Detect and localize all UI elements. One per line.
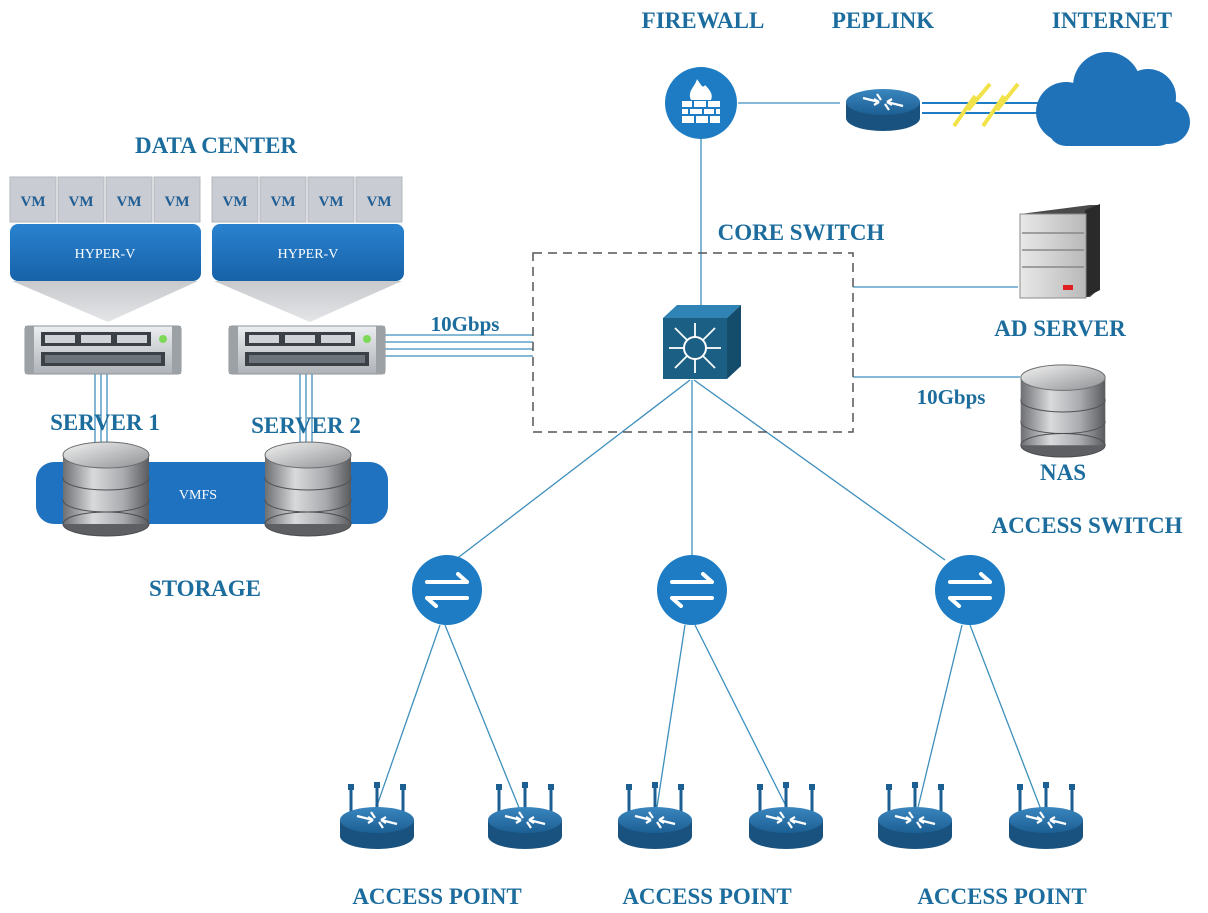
vm-label: VM (21, 194, 46, 210)
vm-label: VM (367, 194, 392, 210)
host-2: VM VM VM VM HYPER-V (211, 176, 404, 322)
ad-server-label: AD SERVER (994, 316, 1126, 341)
rack-server-icon[interactable] (228, 325, 386, 375)
server1-label: SERVER 1 (50, 410, 160, 435)
rack-server-icon[interactable] (24, 325, 182, 375)
firewall-icon[interactable] (665, 67, 737, 139)
vm-box[interactable] (307, 176, 355, 223)
vmfs-label: VMFS (179, 488, 217, 503)
wireless-access-point-icon[interactable] (1009, 782, 1083, 849)
firewall-label: FIREWALL (642, 8, 765, 33)
data-center-label: DATA CENTER (135, 133, 297, 158)
access-switch-icon[interactable] (933, 553, 1007, 627)
access-switch-icon[interactable] (655, 553, 729, 627)
storage-label: STORAGE (149, 576, 261, 601)
vm-label: VM (165, 194, 190, 210)
router-icon[interactable] (844, 87, 922, 133)
hypervisor-bar[interactable] (10, 224, 201, 281)
hypervisor-bar[interactable] (212, 224, 404, 281)
vm-label: VM (319, 194, 344, 210)
host-funnel (214, 281, 402, 322)
vm-box[interactable] (211, 176, 259, 223)
hypervisor-label: HYPER-V (278, 247, 339, 262)
vm-label: VM (69, 194, 94, 210)
host-funnel (12, 281, 198, 322)
vm-box[interactable] (355, 176, 403, 223)
core-switch-icon[interactable] (663, 305, 741, 379)
core-switch-label: CORE SWITCH (718, 220, 885, 245)
peplink-label: PEPLINK (832, 8, 934, 33)
access-switch-label: ACCESS SWITCH (991, 513, 1182, 538)
wireless-link-icon (922, 82, 1038, 128)
speed-label-left: 10Gbps (431, 312, 500, 336)
wireless-access-point-icon[interactable] (488, 782, 562, 849)
vm-box[interactable] (57, 176, 105, 223)
wireless-access-point-icon[interactable] (878, 782, 952, 849)
database-icon[interactable] (62, 441, 150, 537)
vm-label: VM (223, 194, 248, 210)
core-switch-boundary (532, 252, 854, 433)
nas-label: NAS (1040, 460, 1086, 485)
cloud-icon[interactable] (1036, 52, 1190, 146)
server-tower-icon[interactable] (1019, 204, 1100, 299)
access-switch-icon[interactable] (410, 553, 484, 627)
vm-label: VM (117, 194, 142, 210)
database-icon[interactable] (1020, 364, 1106, 458)
access-point-label: ACCESS POINT (622, 884, 791, 909)
vm-label: VM (271, 194, 296, 210)
wireless-access-point-icon[interactable] (340, 782, 414, 849)
hypervisor-label: HYPER-V (75, 247, 136, 262)
wireless-access-point-icon[interactable] (749, 782, 823, 849)
speed-label-right: 10Gbps (917, 385, 986, 409)
vm-box[interactable] (153, 176, 201, 223)
wireless-access-point-icon[interactable] (618, 782, 692, 849)
connection-lines (94, 102, 1046, 821)
vm-box[interactable] (259, 176, 307, 223)
access-point-label: ACCESS POINT (917, 884, 1086, 909)
database-icon[interactable] (264, 441, 352, 537)
internet-label: INTERNET (1052, 8, 1172, 33)
server2-label: SERVER 2 (251, 413, 361, 438)
vm-box[interactable] (9, 176, 57, 223)
host-1: VM VM VM VM HYPER-V (9, 176, 201, 322)
access-point-label: ACCESS POINT (352, 884, 521, 909)
vm-box[interactable] (105, 176, 153, 223)
